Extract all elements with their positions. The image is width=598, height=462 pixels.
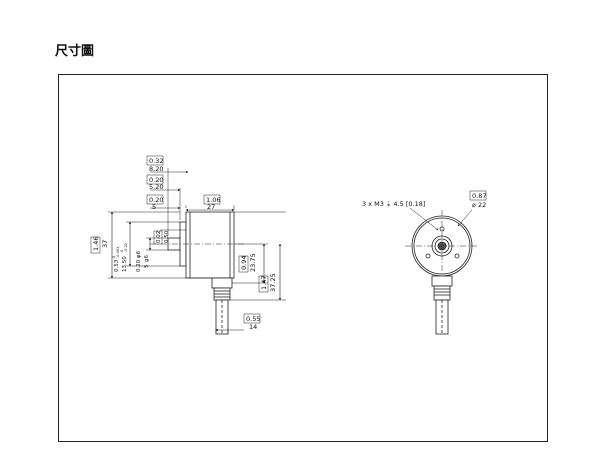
front-view: [405, 207, 479, 335]
svg-text:⌀: ⌀: [472, 201, 476, 209]
front-cable-gland: [431, 275, 453, 287]
dim-flange-inch: 0.02: [156, 231, 162, 243]
dim-body-depth-mm: 27: [207, 203, 215, 211]
side-view-labels: 0.32 8.20 0.20 5.20 0.20 5 1.06 27 1.46 …: [90, 155, 277, 331]
svg-text:0: 0: [120, 250, 124, 252]
svg-text:-0.02: -0.02: [124, 243, 128, 252]
dim-cable-height-inch: 0.94: [240, 256, 248, 270]
dim-bottom-mm: 14: [249, 323, 257, 331]
svg-text:-0.001: -0.001: [116, 247, 120, 258]
dim-cable-offset-mm: 37.25: [269, 273, 277, 292]
dim-flange-mm: 0.50: [164, 230, 170, 243]
dim-top-3-mm: 5: [152, 203, 156, 211]
dim-cable-height-mm: 23.75: [249, 253, 257, 272]
dim-bottom-inch: 0.55: [246, 315, 260, 323]
cable-gland: [211, 277, 233, 289]
bolt-circle-mm: 22: [478, 201, 486, 209]
dim-shaft-inch: 0.20: [136, 259, 142, 272]
dim-overall-inch: 1.46: [92, 237, 100, 251]
svg-text:φ6: φ6: [136, 250, 142, 258]
page-title: 尺寸圖: [55, 44, 95, 59]
thread-label: 3 x M3 ⇣ 4.5 [0.18]: [362, 200, 425, 208]
dim-shaft-mm: 5: [144, 264, 150, 268]
dim-pilot-mm: 13.50: [122, 256, 128, 272]
dim-pilot-inch: 0.53: [114, 259, 120, 272]
dim-overall-mm: 37: [101, 240, 109, 248]
dim-top-2-inch: 0.20: [149, 176, 163, 184]
dim-top-1-mm: 8.20: [149, 165, 163, 173]
bolt-circle-inch: 0.87: [472, 192, 486, 200]
dim-body-depth-inch: 1.06: [206, 196, 220, 204]
svg-text:0: 0: [112, 256, 116, 258]
mount-hole-3: [454, 253, 460, 259]
drawing-frame: [58, 74, 548, 442]
dim-top-1-inch: 0.32: [149, 157, 163, 165]
dim-top-3-inch: 0.20: [149, 196, 163, 204]
svg-text:g6: g6: [144, 255, 150, 262]
dim-cable-offset-inch: 1.47: [260, 276, 268, 290]
mount-hole-2: [425, 253, 431, 259]
encoder-body: [185, 211, 235, 279]
front-view-labels: 3 x M3 ⇣ 4.5 [0.18] 0.87 ⌀ 22: [362, 190, 486, 209]
dim-top-2-mm: 5.20: [149, 183, 163, 191]
side-view: [108, 168, 286, 335]
